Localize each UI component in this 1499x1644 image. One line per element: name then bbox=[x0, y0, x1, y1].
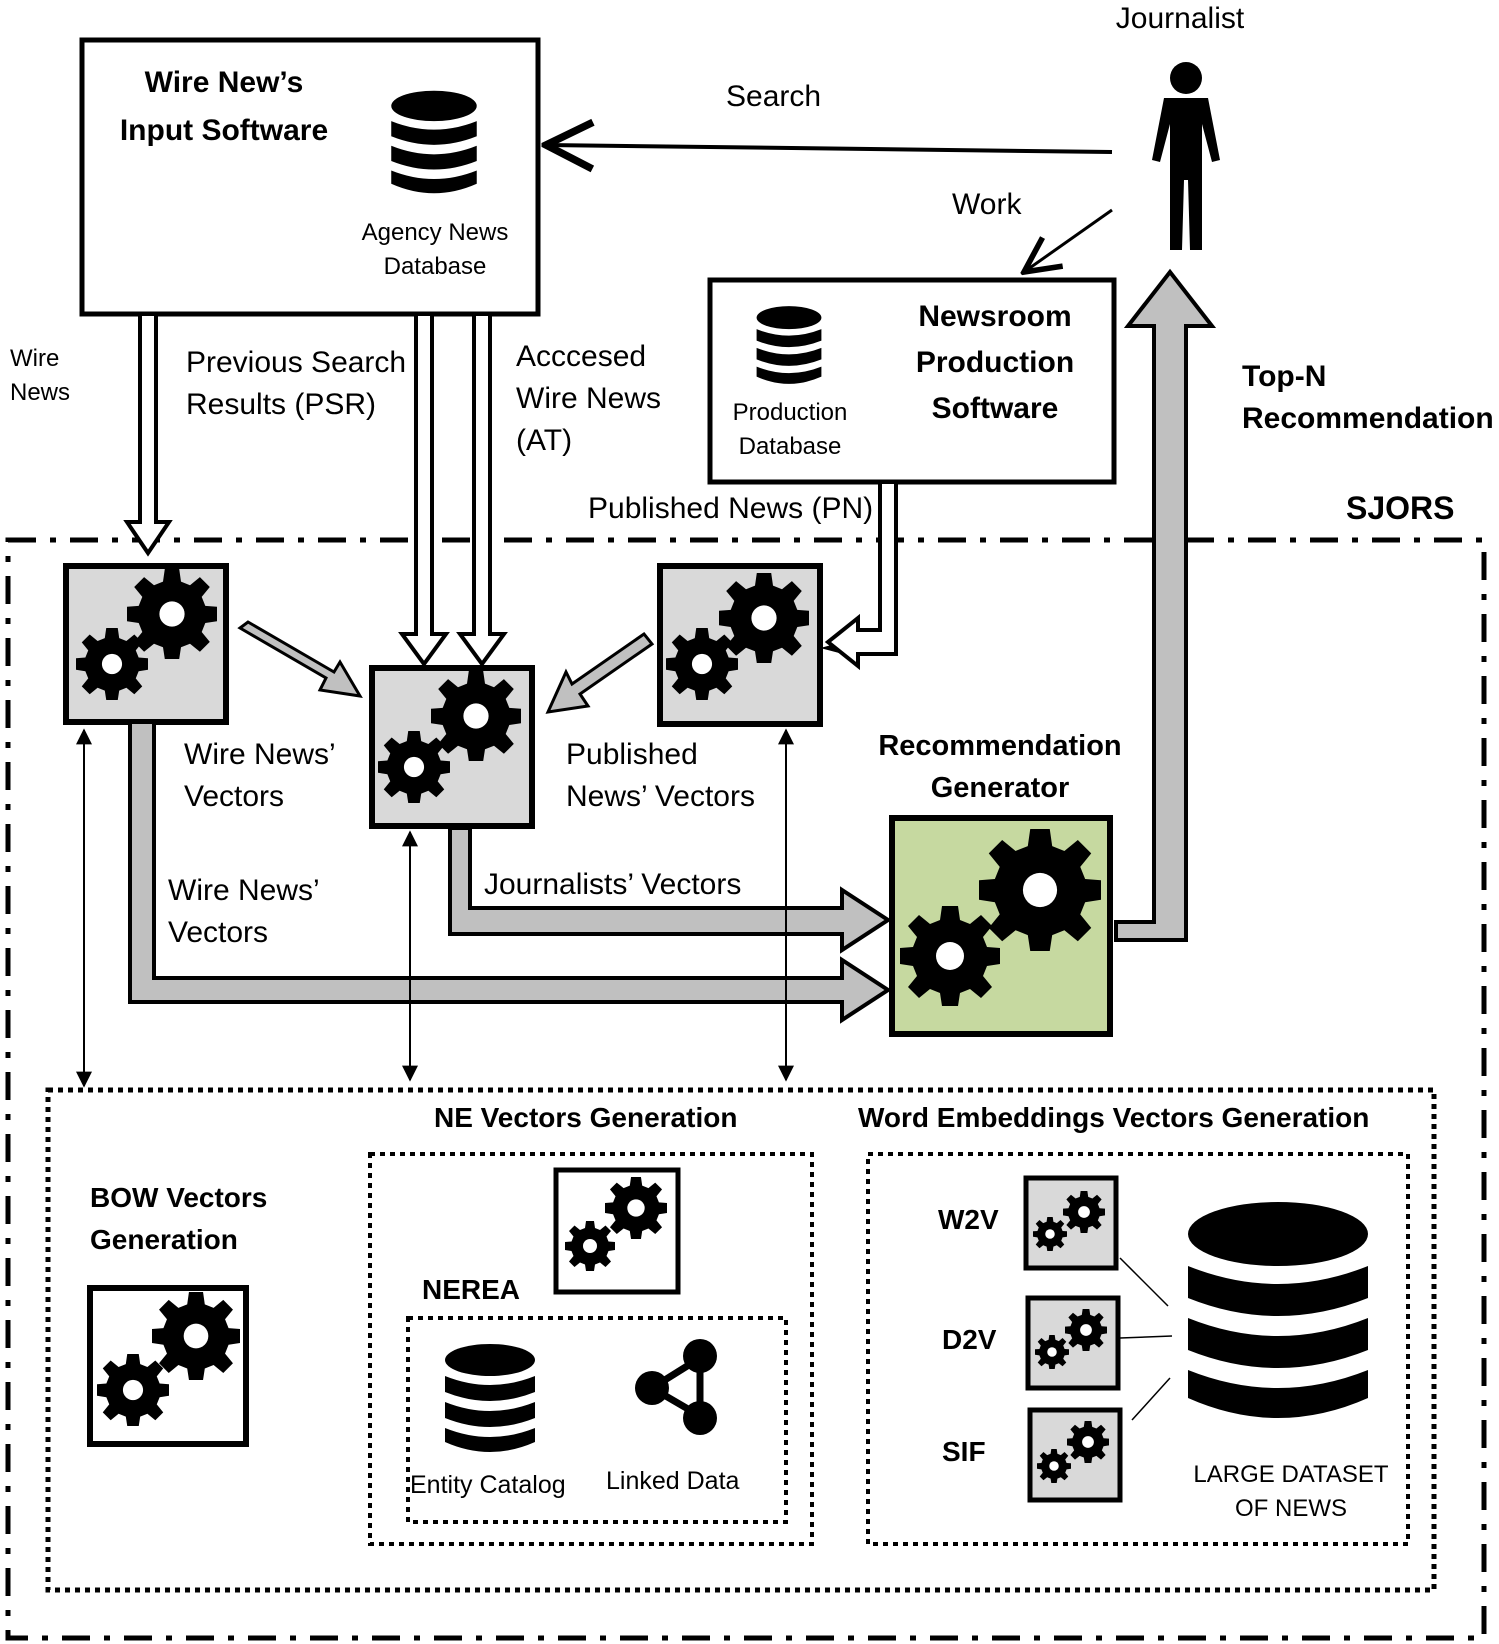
at-label-line3: (AT) bbox=[516, 424, 573, 457]
sif-label: SIF bbox=[942, 1436, 986, 1467]
gear-icon bbox=[1037, 1449, 1071, 1483]
published-vectors-label-line2: News’ Vectors bbox=[566, 780, 755, 813]
wire-vectors2-label-line1: Wire News’ bbox=[168, 874, 320, 907]
word-embeddings-title: Word Embeddings Vectors Generation bbox=[858, 1102, 1370, 1133]
gear-icon bbox=[1065, 1309, 1107, 1351]
at-hollow-arrow bbox=[456, 316, 508, 668]
wire-news-hollow-arrow bbox=[123, 316, 173, 557]
vector-generation-boundary bbox=[45, 1087, 1437, 1593]
newsroom-title-line1: Newsroom bbox=[918, 300, 1072, 333]
psr-label-line1: Previous Search bbox=[186, 346, 407, 379]
gear-icon bbox=[97, 1354, 169, 1426]
newsroom-title-line2: Production bbox=[915, 346, 1075, 379]
top-n-label-line1: Top-N bbox=[1242, 360, 1327, 393]
at-label-line1: Acccesed bbox=[516, 340, 647, 373]
production-db-label-line1: Production bbox=[732, 399, 848, 426]
journalist-label: Journalist bbox=[1115, 2, 1245, 35]
pn-hollow-arrow bbox=[820, 484, 898, 671]
bow-title-line2: Generation bbox=[90, 1224, 238, 1255]
ne-title: NE Vectors Generation bbox=[434, 1102, 738, 1133]
large-dataset-database-icon bbox=[1188, 1202, 1368, 1418]
psr-label-line2: Results (PSR) bbox=[186, 388, 377, 421]
search-arrow-label: Search bbox=[726, 80, 822, 113]
at-label-line2: Wire News bbox=[516, 382, 662, 415]
agency-news-db-label-line2: Database bbox=[383, 253, 487, 280]
gear-icon bbox=[565, 1221, 615, 1271]
linked-data-icon bbox=[635, 1339, 717, 1435]
entity-catalog-label: Entity Catalog bbox=[410, 1471, 566, 1499]
pn-label: Published News (PN) bbox=[588, 492, 874, 525]
person-icon bbox=[1152, 62, 1220, 250]
sjors-boundary bbox=[5, 537, 1487, 1641]
gear-icon bbox=[127, 569, 217, 659]
search-arrow bbox=[546, 145, 1113, 152]
gear-icon bbox=[431, 671, 521, 761]
wire-input-title-line1: Wire New’s bbox=[144, 66, 304, 99]
wire-input-title-line2: Input Software bbox=[119, 114, 329, 147]
sjors-label: SJORS bbox=[1346, 490, 1455, 526]
agency-news-db-label-line1: Agency News bbox=[361, 219, 509, 246]
gear-icon bbox=[1067, 1421, 1109, 1463]
recommendation-generator-title-line1: Recommendation bbox=[878, 730, 1122, 762]
ne-vectors-box bbox=[368, 1152, 814, 1546]
wire-vectors-to-generator-arrow bbox=[128, 720, 892, 1024]
gear-icon bbox=[1063, 1191, 1105, 1233]
recommendation-generator-title-line2: Generator bbox=[930, 772, 1070, 804]
published-vectors-arrow bbox=[545, 631, 655, 714]
gear-icon bbox=[605, 1177, 667, 1239]
linked-data-label: Linked Data bbox=[606, 1467, 740, 1495]
journalists-vectors-label: Journalists’ Vectors bbox=[484, 868, 742, 901]
published-vectors-label-line1: Published bbox=[566, 738, 698, 771]
d2v-label: D2V bbox=[942, 1324, 997, 1355]
top-n-label-line2: Recommendation bbox=[1242, 402, 1494, 435]
gear-icon bbox=[666, 628, 738, 700]
gear-icon bbox=[900, 906, 1000, 1006]
top-n-arrow bbox=[1114, 268, 1217, 942]
bow-title-line1: BOW Vectors bbox=[90, 1182, 268, 1213]
psr-hollow-arrow bbox=[398, 316, 450, 668]
entity-catalog-database-icon bbox=[445, 1344, 535, 1452]
wire-vectors-label-line2: Vectors bbox=[184, 780, 285, 813]
newsroom-title-line3: Software bbox=[931, 392, 1059, 425]
wire-vectors-arrow bbox=[237, 620, 363, 698]
gear-icon bbox=[378, 731, 450, 803]
wire-news-label-line1: Wire bbox=[10, 345, 60, 372]
work-arrow bbox=[1024, 208, 1113, 272]
work-arrow-label: Work bbox=[952, 188, 1022, 221]
wire-news-label-line2: News bbox=[10, 379, 71, 406]
gear-icon bbox=[152, 1292, 240, 1380]
wire-vectors-label-line1: Wire News’ bbox=[184, 738, 336, 771]
gear-icon bbox=[1033, 1217, 1067, 1251]
w2v-label: W2V bbox=[938, 1204, 999, 1235]
gear-icon bbox=[979, 829, 1101, 951]
production-db-label-line2: Database bbox=[738, 433, 842, 460]
gear-icon bbox=[1035, 1335, 1069, 1369]
nerea-label: NEREA bbox=[422, 1274, 521, 1305]
nerea-box bbox=[406, 1316, 788, 1524]
wire-vectors2-label-line2: Vectors bbox=[168, 916, 269, 949]
gear-icon bbox=[719, 573, 809, 663]
word-embeddings-box bbox=[866, 1152, 1410, 1546]
large-dataset-label-line2: OF NEWS bbox=[1235, 1495, 1347, 1522]
large-dataset-label-line1: LARGE DATASET bbox=[1193, 1461, 1389, 1488]
